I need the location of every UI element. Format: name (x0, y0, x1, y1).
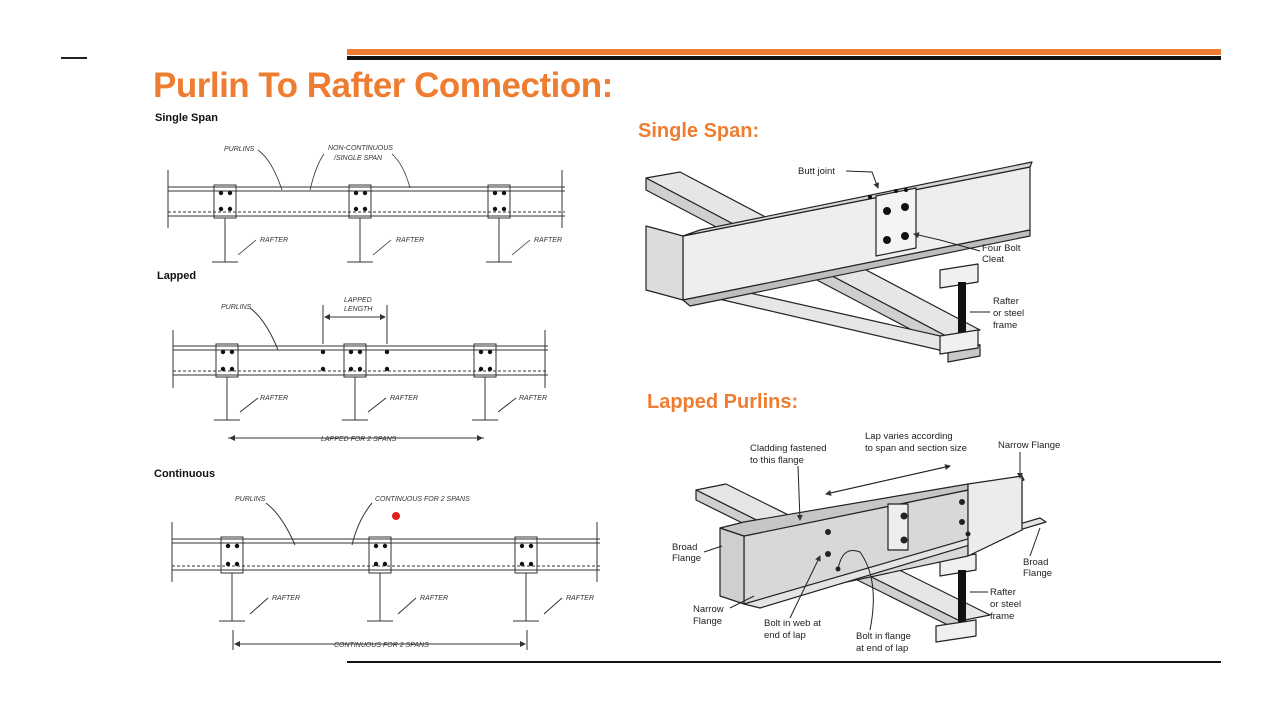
lp-rafter-frame-label-2: or steel (990, 599, 1021, 610)
lap-varies-label-1: Lap varies according (865, 431, 953, 442)
lap-varies-label-2: to span and section size (865, 443, 967, 454)
cladding-label-2: to this flange (750, 455, 804, 466)
continuous-elevation (171, 502, 600, 650)
narrow-flange-top-label: Narrow Flange (998, 440, 1060, 451)
bolt-flange-label-1: Bolt in flange (856, 631, 911, 642)
single-span-diagram-heading: Single Span (155, 112, 218, 124)
lp-purlins-label: PURLINS (221, 304, 252, 311)
four-bolt-label-1: Four Bolt (982, 243, 1021, 254)
ct-continuous-note-label: CONTINUOUS FOR 2 SPANS (375, 496, 470, 503)
bolt-flange-label-2: at end of lap (856, 643, 908, 654)
ct-rafter-label-2: RAFTER (420, 595, 448, 602)
narrow-flange-bottom-label-1: Narrow (693, 604, 724, 615)
lp-rafter-label-3: RAFTER (519, 395, 547, 402)
narrow-flange-bottom-label-2: Flange (693, 616, 722, 627)
ct-rafter-label-1: RAFTER (272, 595, 300, 602)
footer-rule (347, 661, 1221, 663)
lp-span-dimension-label: LAPPED FOR 2 SPANS (321, 436, 397, 443)
broad-flange-left-label-2: Flange (672, 553, 701, 564)
cladding-label-1: Cladding fastened (750, 443, 827, 454)
bolt-web-label-2: end of lap (764, 630, 806, 641)
ss-rafter-frame-label-3: frame (993, 320, 1017, 331)
ss-rafter-frame-label-2: or steel (993, 308, 1024, 319)
lapped-elevation (172, 305, 548, 441)
lp-rafter-frame-label-3: frame (990, 611, 1014, 622)
four-bolt-label-2: Cleat (982, 254, 1005, 265)
bolt-web-label-1: Bolt in web at (764, 618, 821, 629)
lapped-purlins-isometric (695, 475, 1047, 643)
ss-rafter-label-2: RAFTER (396, 237, 424, 244)
ss-noncontinuous-label-1: NON-CONTINUOUS (328, 145, 393, 152)
broad-flange-left-label-1: Broad (672, 542, 697, 553)
ct-span-dimension-label: CONTINUOUS FOR 2 SPANS (334, 642, 429, 649)
ss-rafter-label-3: RAFTER (534, 237, 562, 244)
single-span-isometric (645, 161, 1033, 363)
ct-rafter-label-3: RAFTER (566, 595, 594, 602)
ss-rafter-label-1: RAFTER (260, 237, 288, 244)
header-rule-black (347, 56, 1221, 60)
ct-purlins-label: PURLINS (235, 496, 266, 503)
broad-flange-right-label-1: Broad (1023, 557, 1048, 568)
single-span-elevation (167, 170, 565, 263)
lp-rafter-label-1: RAFTER (260, 395, 288, 402)
lp-rafter-frame-label-1: Rafter (990, 587, 1016, 598)
lp-lapped-length-label-2: LENGTH (344, 306, 373, 313)
butt-joint-label: Butt joint (798, 166, 835, 177)
pointer-dot (392, 512, 400, 520)
single-span-heading: Single Span: (638, 120, 760, 142)
lapped-purlins-heading: Lapped Purlins: (647, 391, 799, 413)
ss-rafter-frame-label-1: Rafter (993, 296, 1019, 307)
lp-rafter-label-2: RAFTER (390, 395, 418, 402)
slide-title: Purlin To Rafter Connection: (153, 66, 613, 105)
lp-lapped-length-label-1: LAPPED (344, 297, 372, 304)
slide-dash-mark (61, 57, 87, 59)
header-rule-orange (347, 49, 1221, 55)
ss-noncontinuous-label-2: /SINGLE SPAN (333, 155, 383, 162)
lapped-diagram-heading: Lapped (157, 270, 197, 282)
continuous-diagram-heading: Continuous (154, 468, 216, 480)
ss-purlins-label: PURLINS (224, 146, 255, 153)
broad-flange-right-label-2: Flange (1023, 568, 1052, 579)
